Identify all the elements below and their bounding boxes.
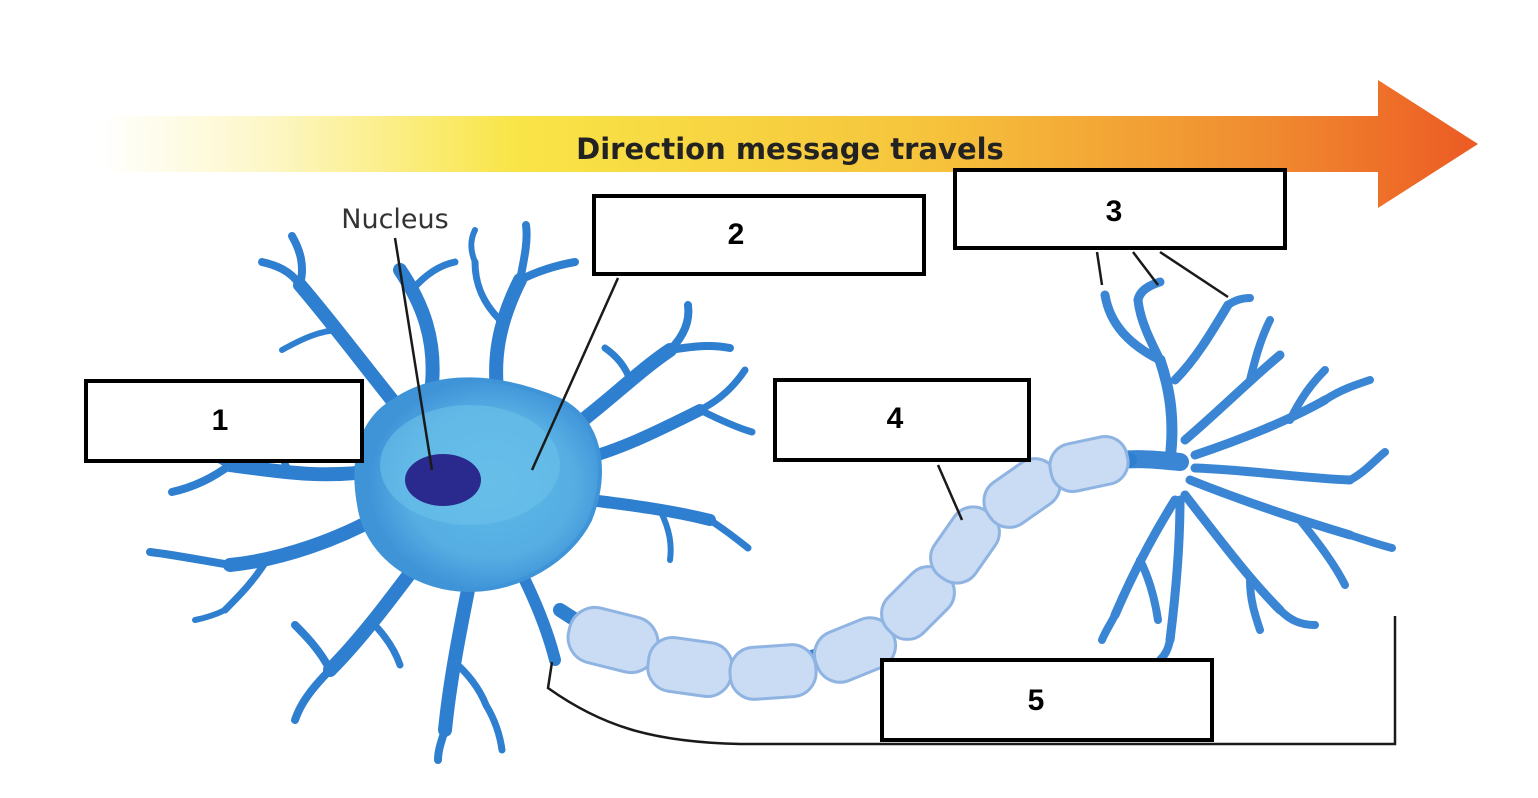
label-box-4[interactable]: 4	[773, 378, 1031, 462]
direction-arrow: Direction message travels	[100, 80, 1478, 208]
myelin-sheath-8	[1048, 435, 1130, 493]
box-5-bracket	[546, 616, 1397, 746]
leader-lines	[393, 237, 1397, 746]
box-3-leader-line-b	[1132, 251, 1159, 286]
label-box-4-number: 4	[887, 402, 904, 435]
box-3-leader-line-a	[1095, 251, 1104, 286]
box-4-leader-line	[936, 464, 964, 521]
label-box-1-number: 1	[212, 404, 229, 437]
direction-arrow-label: Direction message travels	[576, 132, 1004, 166]
label-box-5[interactable]: 5	[880, 658, 1214, 742]
label-box-2[interactable]: 2	[592, 194, 926, 276]
axon-terminal	[1098, 277, 1396, 664]
myelin-sheath-3	[728, 643, 818, 701]
nucleus	[405, 454, 481, 506]
box-2-leader-line	[530, 277, 620, 471]
box-3-leader-line-c	[1159, 250, 1229, 299]
label-box-3[interactable]: 3	[953, 168, 1287, 250]
label-box-5-number: 5	[1028, 684, 1045, 717]
label-box-1[interactable]: 1	[84, 379, 364, 463]
nucleus-label: Nucleus	[341, 204, 448, 235]
direction-arrow-shape	[100, 80, 1478, 208]
label-box-3-number: 3	[1106, 195, 1123, 228]
axon	[553, 435, 1137, 701]
nucleus-leader-line	[393, 237, 434, 471]
myelin-sheath-2	[646, 636, 734, 698]
label-box-2-number: 2	[728, 218, 745, 251]
